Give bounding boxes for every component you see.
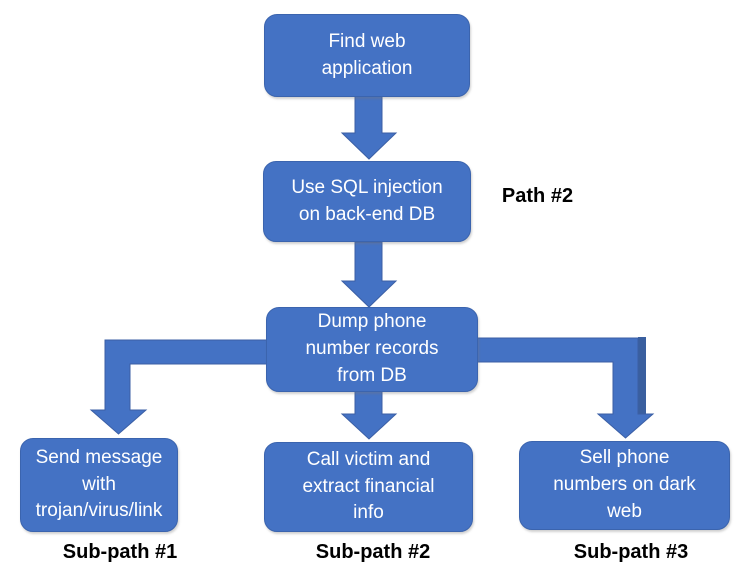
node-label: Use SQL injection on back-end DB <box>291 176 443 225</box>
path-2-label: Path #2 <box>501 185 574 207</box>
node-send-message-trojan: Send message with trojan/virus/link <box>20 438 178 532</box>
node-label: Sell phone numbers on dark web <box>553 447 696 522</box>
node-find-web-application: Find web application <box>264 14 470 97</box>
connector-elbow-dump-to-send-icon <box>89 339 271 435</box>
connector-shadow-edge-icon <box>638 337 646 416</box>
arrow-down-sql-to-dump-icon <box>340 241 398 308</box>
node-call-victim: Call victim and extract financial info <box>264 442 473 532</box>
arrow-down-find-to-sql-icon <box>340 95 398 160</box>
node-label: Dump phone number records from DB <box>305 311 439 386</box>
node-label: Find web application <box>321 30 413 79</box>
sub-path-3-label: Sub-path #3 <box>573 541 689 563</box>
node-label: Call victim and extract financial info <box>302 448 435 524</box>
sub-path-1-label: Sub-path #1 <box>62 541 178 563</box>
arrow-down-dump-to-call-icon <box>340 390 398 440</box>
node-use-sql-injection: Use SQL injection on back-end DB <box>263 161 471 242</box>
node-label: Send message with trojan/virus/link <box>35 446 163 522</box>
sub-path-2-label: Sub-path #2 <box>315 541 431 563</box>
node-dump-phone-records: Dump phone number records from DB <box>266 307 478 392</box>
node-sell-phone-numbers: Sell phone numbers on dark web <box>519 441 730 530</box>
connector-elbow-dump-to-sell-icon <box>472 337 655 439</box>
